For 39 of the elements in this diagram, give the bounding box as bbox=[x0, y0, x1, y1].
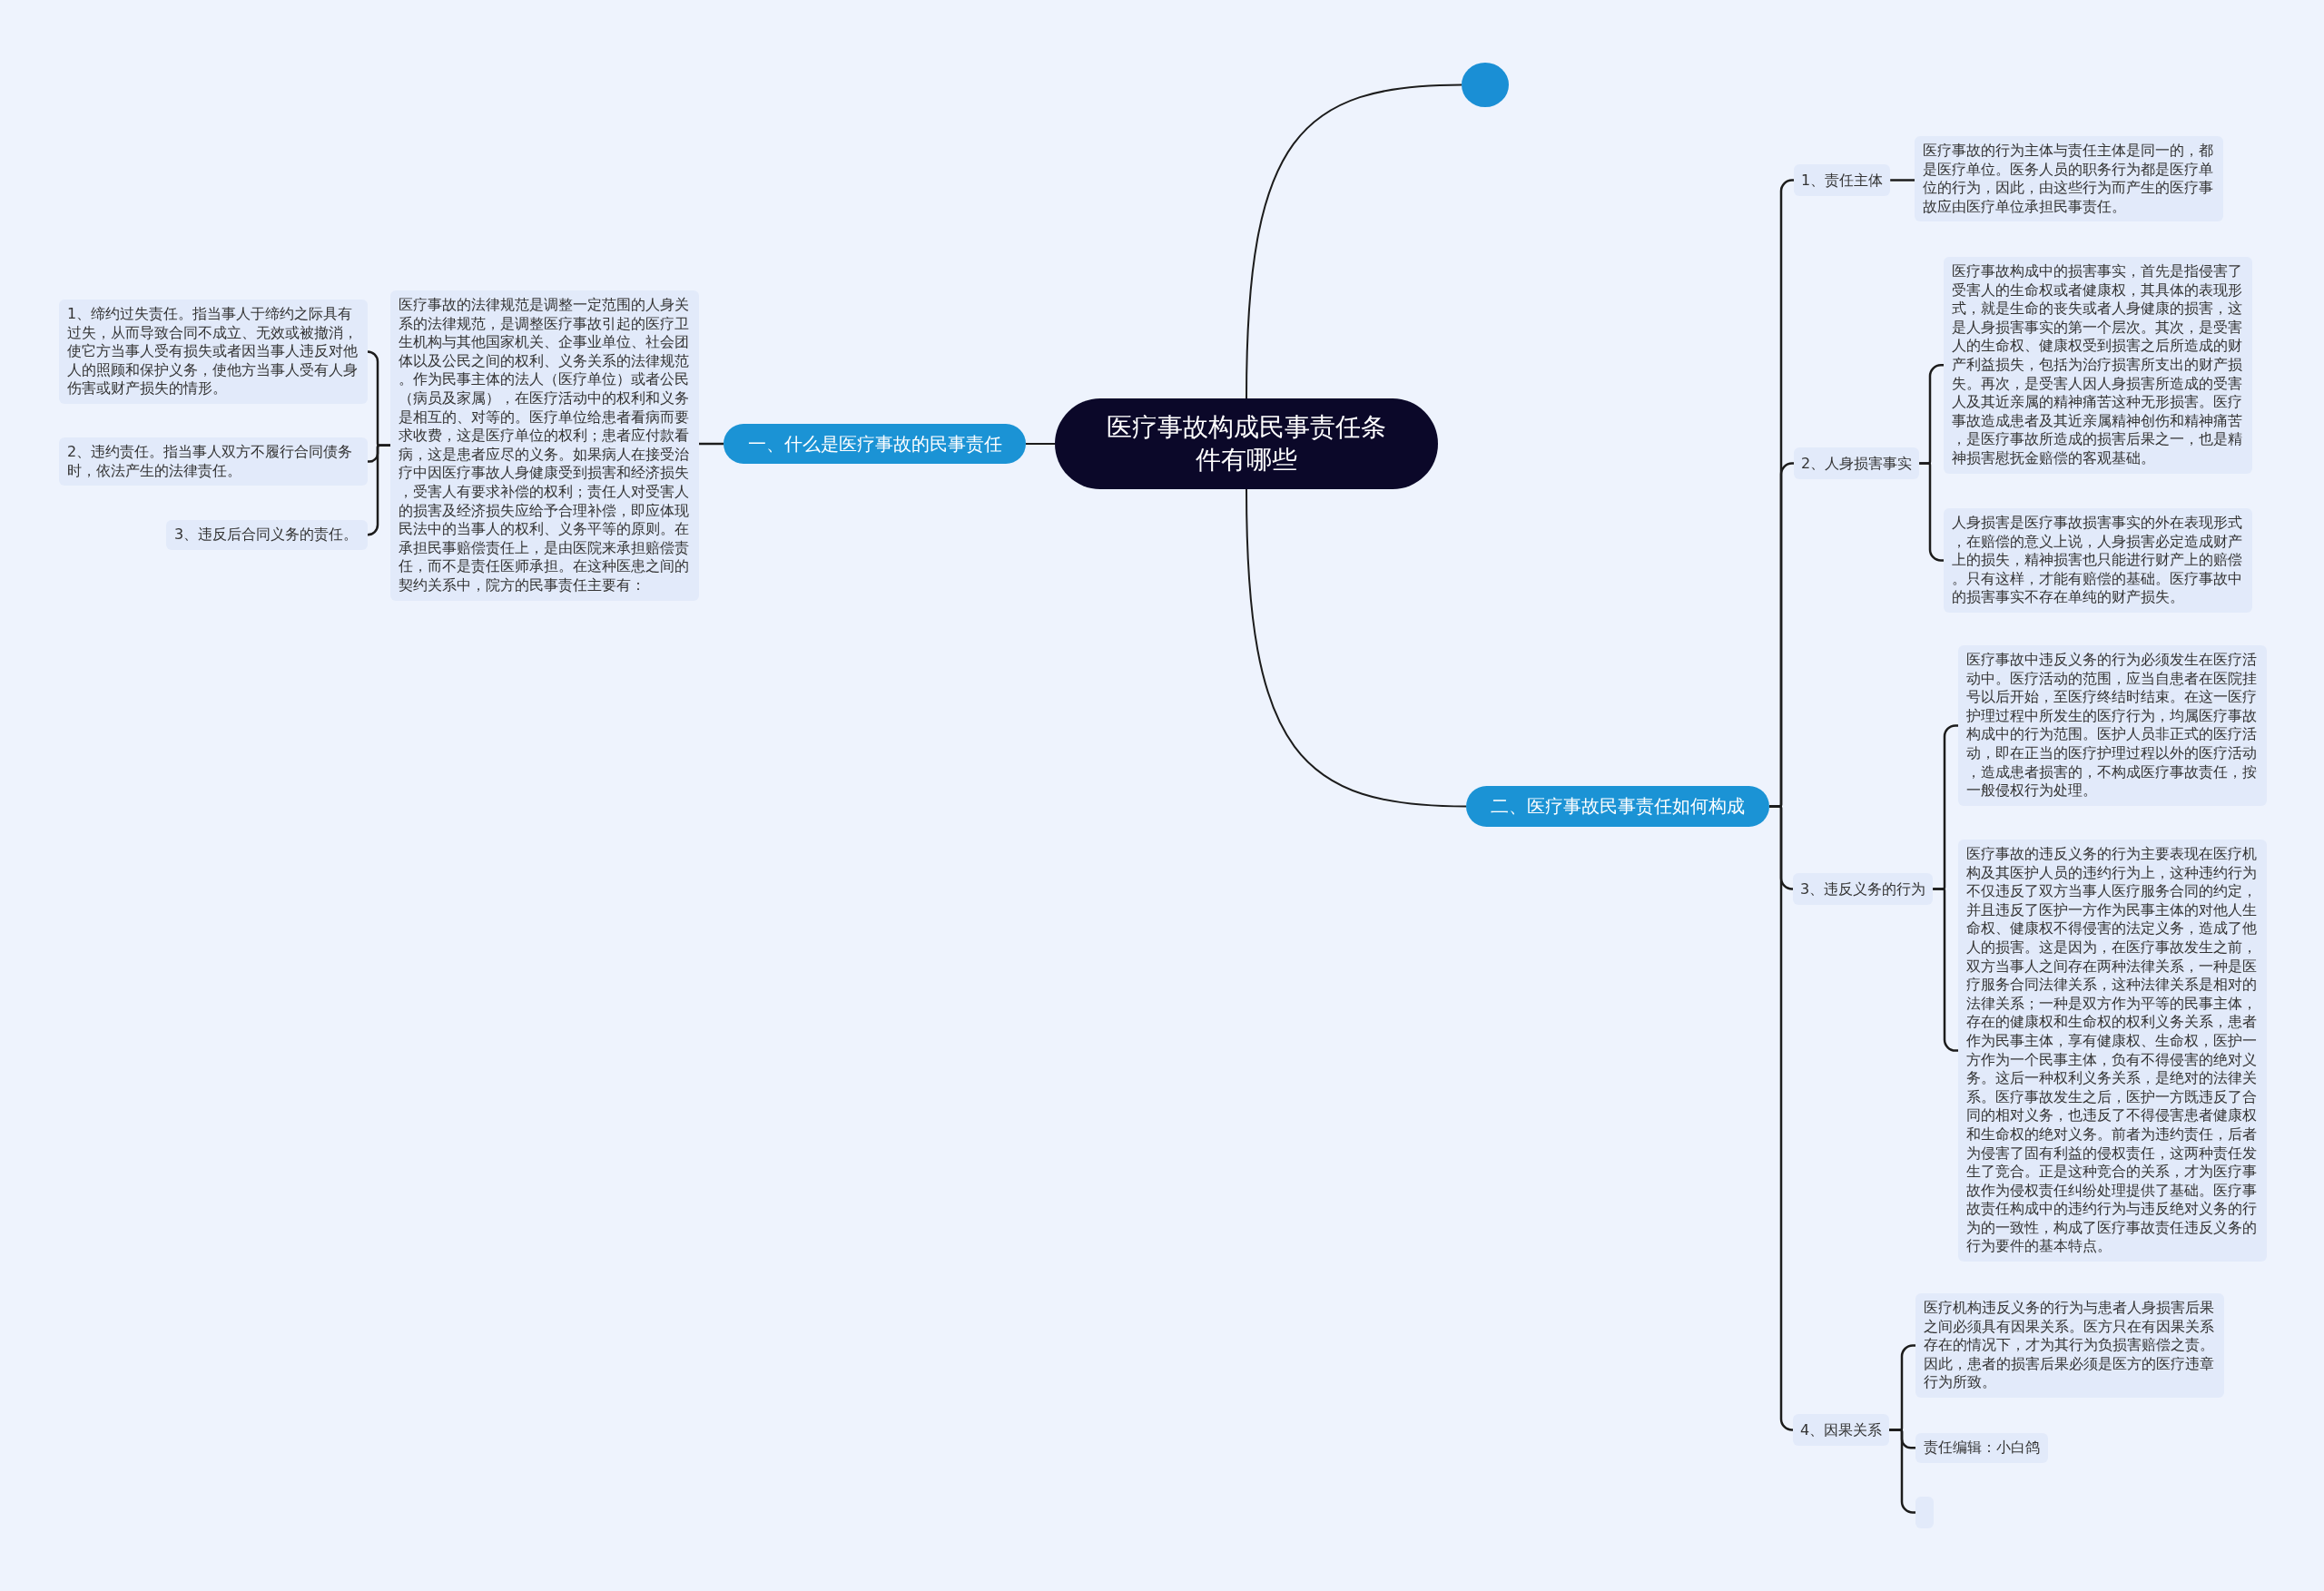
central-topic-title: 医疗事故构成民事责任条件有哪些 bbox=[1106, 411, 1387, 476]
note-text: 医疗机构违反义务的行为与患者人身损害后果之间必须具有因果关系。医方只在有因果关系存在的情况下，才为其行为负损害赔偿之责。因此，患者的损害后果必须是医方的医疗违章行为所致。 bbox=[1924, 1299, 2215, 1392]
branch-topic-pill bbox=[1466, 786, 1769, 827]
subtopic-tag bbox=[1793, 873, 1934, 905]
note-text: 医疗事故中违反义务的行为必须发生在医疗活动中。医疗活动的范围，应当自患者在医院挂号以后开始，至医疗终结时结束。在这一医疗护理过程中所发生的医疗行为，均属医疗事故构成中的行为范围。医护人员非正式的医疗活动，即在正当的医疗护理过程以外的医疗活动，造成患者损害的，不构成医疗事故责任，按一般侵权行为处理。 bbox=[1966, 651, 2258, 800]
note-card bbox=[1915, 1433, 2048, 1463]
note-text: 人身损害是医疗事故损害事实的外在表现形式，在赔偿的意义上说，人身损害必定造成财产上的损失，精神损害也只能进行财产上的赔偿。只有这样，才能有赔偿的基础。医疗事故中的损害事实不存在单纯的财产损失。 bbox=[1952, 514, 2243, 607]
note-text: 1、缔约过失责任。指当事人于缔约之际具有过失，从而导致合同不成立、无效或被撤消，使它方当事人受有损失或者因当事人违反对他人的照顾和保护义务，使他方当事人受有人身伤害或财产损失的情形。 bbox=[67, 305, 359, 398]
note-text: 责任编辑：小白鸽 bbox=[1924, 1439, 2040, 1458]
subtopic-tag bbox=[1793, 1414, 1890, 1446]
note-card bbox=[59, 437, 368, 486]
note-card bbox=[1915, 1293, 2224, 1398]
subtopic-tag bbox=[1794, 164, 1891, 196]
branch-topic-title: 一、什么是医疗事故的民事责任 bbox=[746, 431, 1003, 457]
branch-topic-pill bbox=[724, 424, 1026, 464]
subtopic-title: 3、违反义务的行为 bbox=[1800, 879, 1926, 899]
note-card bbox=[1915, 136, 2223, 222]
note-card bbox=[166, 520, 368, 550]
topic-circle bbox=[1462, 63, 1509, 107]
note-text: 医疗事故的违反义务的行为主要表现在医疗机构及其医护人员的违约行为上，这种违约行为不仅违反了双方当事人医疗服务合同的约定，并且违反了医护一方作为民事主体的对他人生命权、健康权不得侵害的法定义务，造成了他人的损害。这是因为，在医疗事故发生之前，双方当事人之间存在两种法律关系，一种是医疗服务合同法律关系，这种法律关系是相对的法律关系；一种是双方作为平等的民事主体，存在的健康权和生命权的权利义务关系，患者作为民事主体，享有健康权、生命权，医护一方作为一个民事主体，负有不得侵害的绝对义务。这后一种权利义务关系，是绝对的法律关系。医疗事故发生之后，医护一方既违反了合同的相对义务，也违反了不得侵害患者健康权和生命权的绝对义务。前者为违约责任，后者为侵害了固有利益的侵权责任，这两种责任发生了竞合。正是这种竞合的关系，才为医疗事故作为侵权责任纠纷处理提供了基础。医疗事故责任构成中的违约行为与违反绝对义务的行为的一致性，构成了医疗事故责任违反义务的行为要件的基本特点。 bbox=[1966, 845, 2258, 1257]
subtopic-title: 2、人身损害事实 bbox=[1801, 454, 1913, 474]
note-text: 医疗事故的行为主体与责任主体是同一的，都是医疗单位。医务人员的职务行为都是医疗单位的行为，因此，由这些行为而产生的医疗事故应由医疗单位承担民事责任。 bbox=[1923, 142, 2214, 217]
note-text: 3、违反后合同义务的责任。 bbox=[174, 525, 359, 545]
note-text: 医疗事故构成中的损害事实，首先是指侵害了受害人的生命权或者健康权，其具体的表现形式，就是生命的丧失或者人身健康的损害，这是人身损害事实的第一个层次。其次，是受害人的生命权、健康权受到损害之后所造成的财产利益损失，包括为治疗损害所支出的财产损失。再次，是受害人因人身损害所造成的受害人及其近亲属的精神痛苦这种无形损害。医疗事故造成患者及其近亲属精神创伤和精神痛苦，是医疗事故所造成的损害后果之一，也是精神损害慰抚金赔偿的客观基础。 bbox=[1952, 262, 2243, 468]
subtopic-tag bbox=[1794, 447, 1920, 479]
subtopic-title: 1、责任主体 bbox=[1801, 171, 1884, 191]
note-card bbox=[59, 300, 368, 404]
note-text: 医疗事故的法律规范是调整一定范围的人身关系的法律规范，是调整医疗事故引起的医疗卫生机构与其他国家机关、企事业单位、社会团体以及公民之间的权利、义务关系的法律规范。作为民事主体的法人（医疗单位）或者公民（病员及家属），在医疗活动中的权利和义务是相互的、对等的。医疗单位给患者看病而要求收费，这是医疗单位的权利；患者应付款看病，这是患者应尽的义务。如果病人在接受治疗中因医疗事故人身健康受到损害和经济损失，受害人有要求补偿的权利；责任人对受害人的损害及经济损失应给予合理补偿，即应体现民法中的当事人的权利、义务平等的原则。在承担民事赔偿责任上，是由医院来承担赔偿责任，而不是责任医师承担。在这种医患之间的契约关系中，院方的民事责任主要有： bbox=[399, 296, 690, 595]
empty-note-card bbox=[1915, 1497, 1934, 1528]
connector-line bbox=[1890, 179, 1915, 182]
connector-line bbox=[1246, 488, 1467, 808]
note-card bbox=[1944, 508, 2252, 613]
connector-line bbox=[1246, 83, 1462, 399]
connector-line bbox=[699, 442, 724, 446]
connector-line bbox=[1025, 443, 1056, 445]
subtopic-title: 4、因果关系 bbox=[1800, 1420, 1883, 1440]
connector-line bbox=[366, 444, 390, 536]
note-text: 2、违约责任。指当事人双方不履行合同债务时，依法产生的法律责任。 bbox=[67, 443, 354, 481]
branch-topic-title: 二、医疗事故民事责任如何构成 bbox=[1490, 794, 1746, 819]
